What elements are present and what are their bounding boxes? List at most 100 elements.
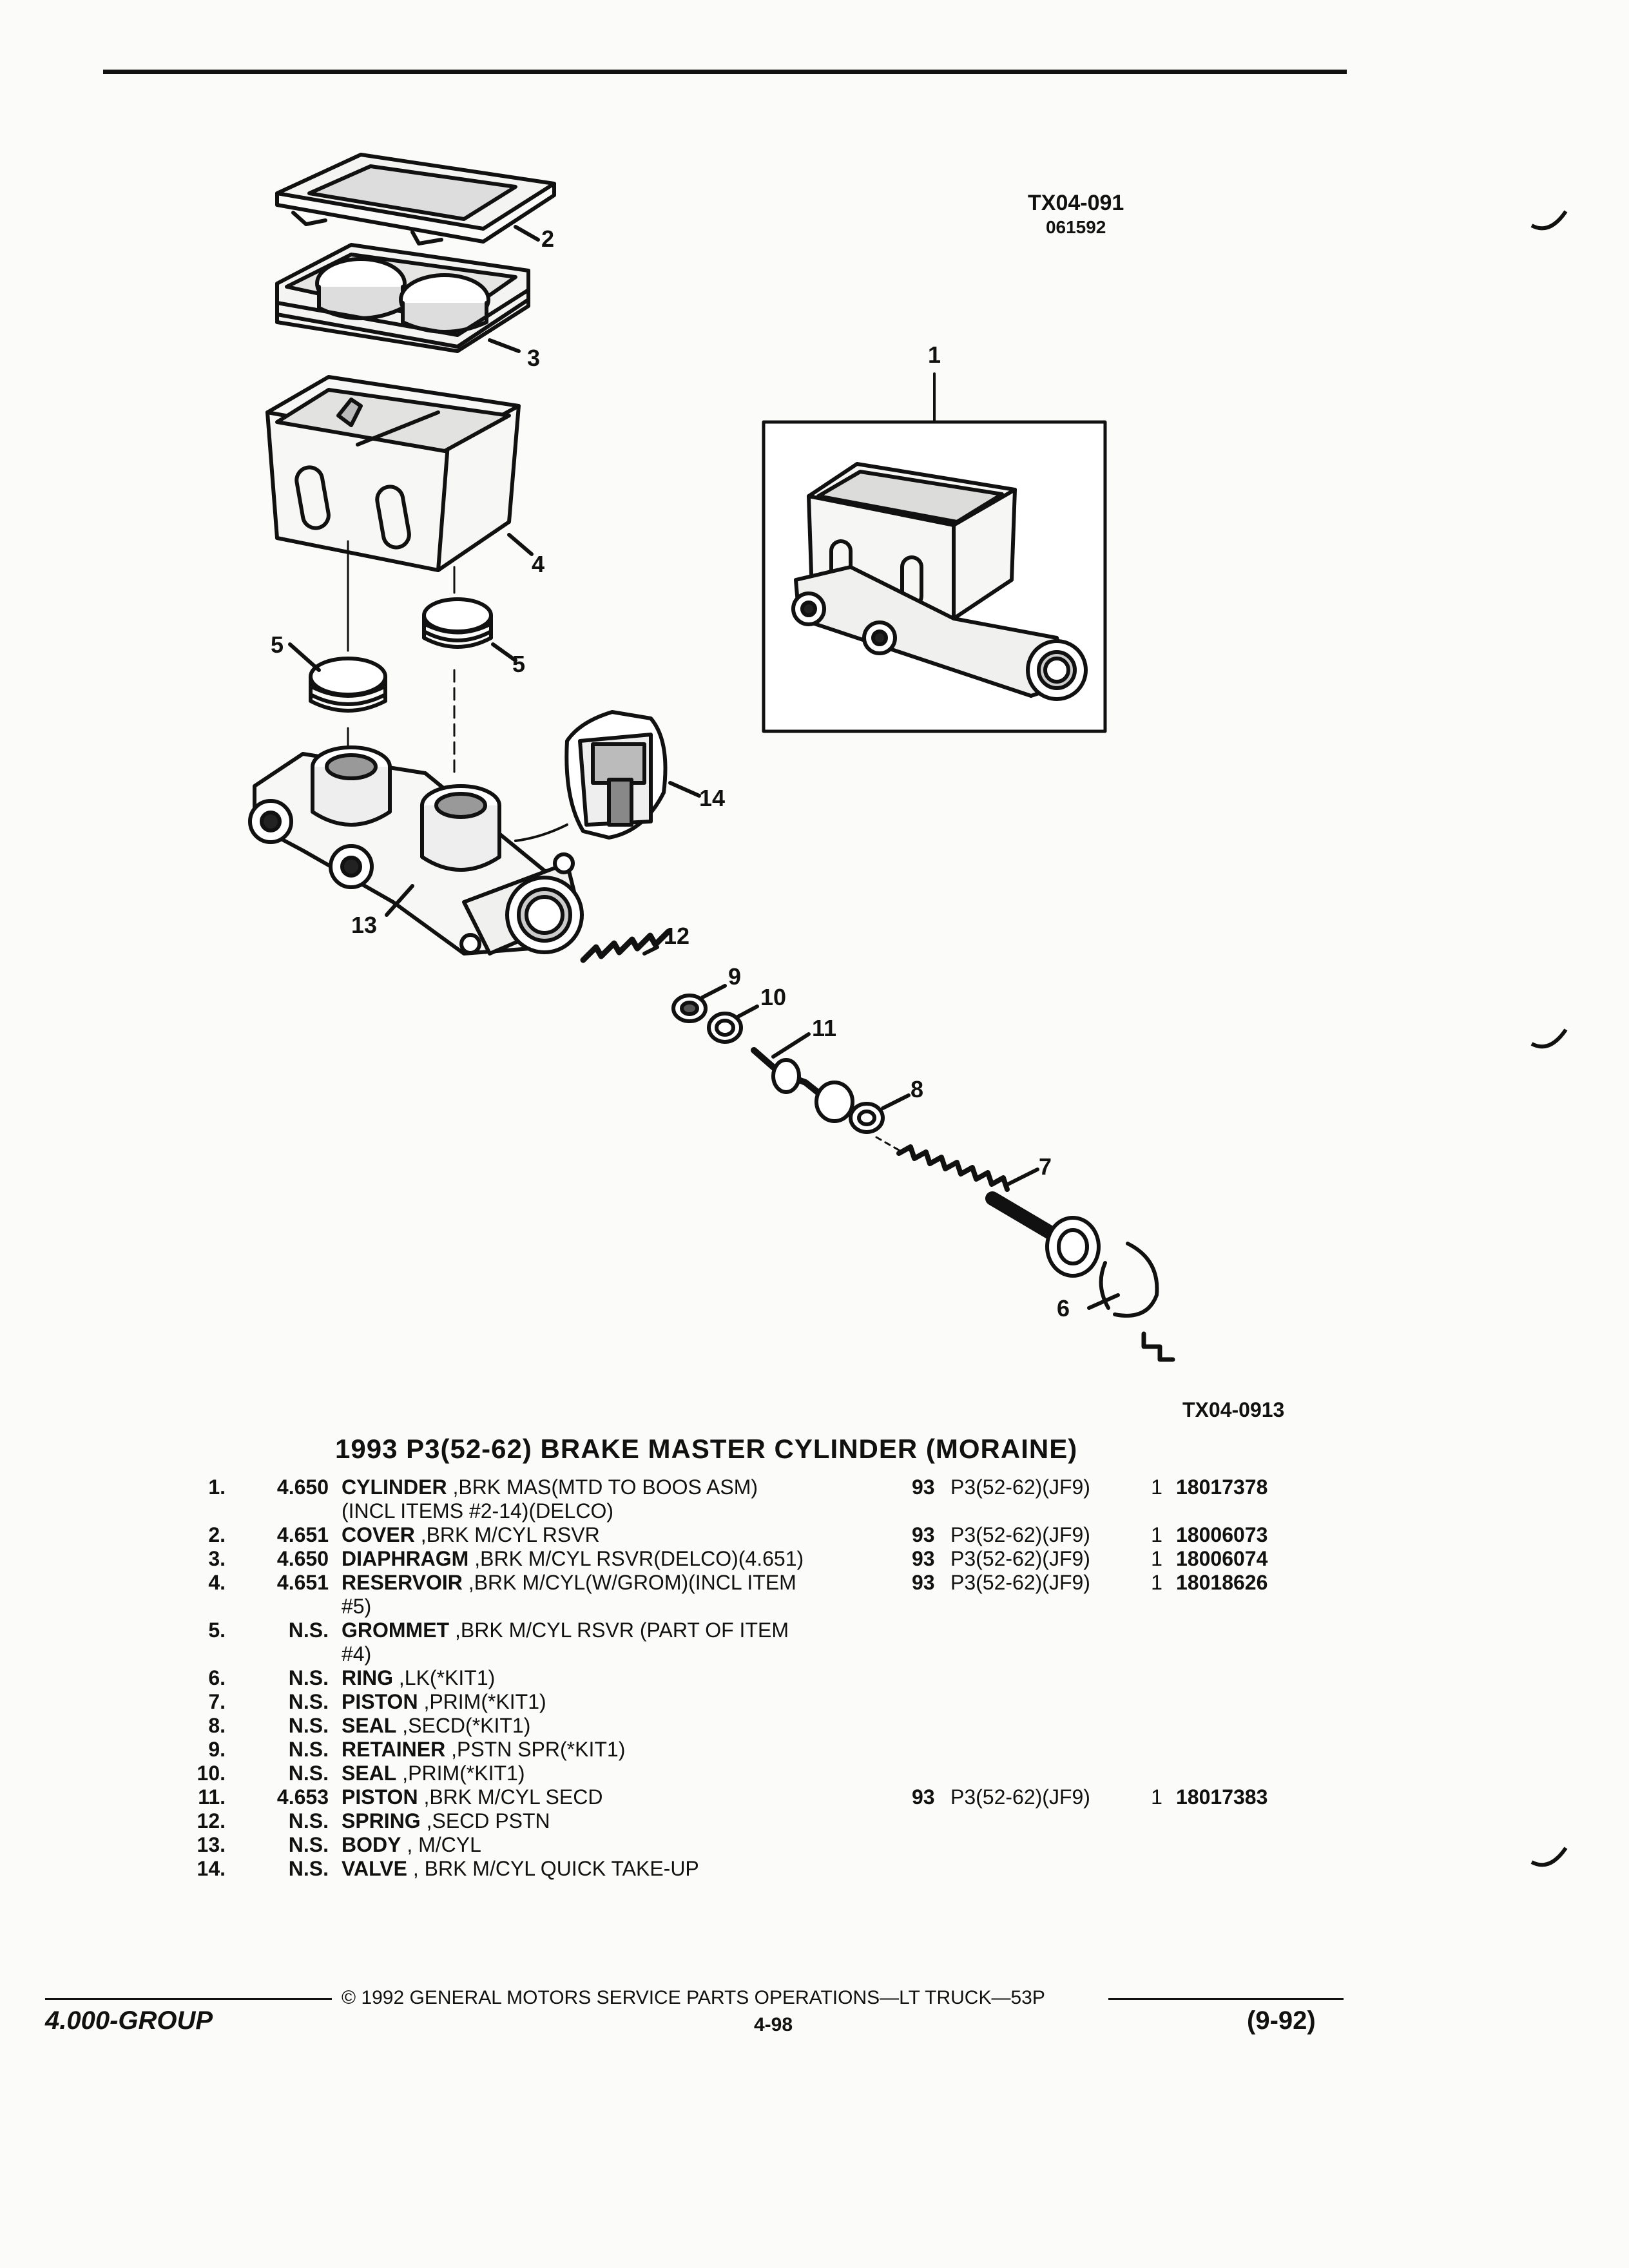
part-number — [1176, 1690, 1305, 1714]
part-detail: ,BRK MAS(MTD TO BOOS ASM) — [452, 1475, 758, 1499]
part-detail: ,LK(*KIT1) — [398, 1666, 496, 1689]
group-number: 4.651 — [276, 1523, 329, 1546]
item-number: 14. — [197, 1857, 226, 1880]
quantity — [1124, 1762, 1176, 1785]
part-name: GROMMET — [342, 1619, 450, 1642]
part-description: RESERVOIR ,BRK M/CYL(W/GROM)(INCL ITEM — [342, 1571, 902, 1595]
part-number: 18018626 — [1176, 1571, 1268, 1594]
part-description: VALVE , BRK M/CYL QUICK TAKE-UP — [342, 1857, 902, 1881]
model-year: 93 — [912, 1523, 935, 1546]
part-detail: ,PSTN SPR(*KIT1) — [451, 1738, 626, 1761]
quantity — [1124, 1857, 1176, 1881]
vehicle-code — [950, 1714, 1124, 1738]
footer-revision-date: (9-92) — [1247, 2006, 1316, 2035]
grommet-part-right — [422, 597, 517, 662]
quantity: 1 — [1151, 1785, 1162, 1809]
part-number — [1176, 1499, 1305, 1523]
item-number: 2. — [208, 1523, 226, 1546]
part-name: RETAINER — [342, 1738, 446, 1761]
part-number — [1176, 1833, 1305, 1857]
callout-13: 13 — [351, 912, 378, 938]
vehicle-code — [950, 1499, 1124, 1523]
callout-9: 9 — [728, 963, 742, 990]
illustration-code-main: TX04-091 — [1028, 191, 1124, 215]
part-description: (INCL ITEMS #2-14)(DELCO) — [342, 1499, 902, 1523]
part-detail: ,SECD PSTN — [426, 1809, 550, 1832]
vehicle-code: P3(52-62)(JF9) — [950, 1571, 1090, 1594]
vehicle-code: P3(52-62)(JF9) — [950, 1475, 1090, 1499]
part-name: RESERVOIR — [342, 1571, 463, 1594]
part-number: 18017383 — [1176, 1785, 1268, 1809]
quantity: 1 — [1151, 1475, 1162, 1499]
part-detail: ,SECD(*KIT1) — [402, 1714, 531, 1737]
item-number: 4. — [208, 1571, 226, 1594]
binder-mark-1 — [1530, 210, 1568, 231]
model-year — [902, 1499, 950, 1523]
part-number: 18006074 — [1176, 1547, 1268, 1570]
model-year: 93 — [912, 1547, 935, 1570]
part-detail: #4) — [342, 1642, 372, 1666]
parts-row: 14. N.S. VALVE , BRK M/CYL QUICK TAKE-UP — [129, 1857, 1305, 1881]
group-number: N.S. — [288, 1619, 329, 1642]
part-description: BODY , M/CYL — [342, 1833, 902, 1857]
part-description: CYLINDER ,BRK MAS(MTD TO BOOS ASM) — [342, 1475, 902, 1499]
group-number — [251, 1595, 342, 1619]
group-number: N.S. — [288, 1714, 329, 1737]
model-year — [902, 1809, 950, 1833]
part-number: 18017378 — [1176, 1475, 1268, 1499]
group-number: N.S. — [288, 1809, 329, 1832]
quantity — [1124, 1619, 1176, 1642]
vehicle-code — [950, 1690, 1124, 1714]
illustration-code-date: 061592 — [1045, 217, 1106, 237]
part-detail: , BRK M/CYL QUICK TAKE-UP — [412, 1857, 699, 1880]
binder-mark-3 — [1530, 1847, 1568, 1867]
spring-part — [580, 928, 671, 963]
part-name: DIAPHRAGM — [342, 1547, 469, 1570]
model-year — [902, 1738, 950, 1762]
vehicle-code — [950, 1642, 1124, 1666]
model-year — [902, 1690, 950, 1714]
part-description: #5) — [342, 1595, 902, 1619]
parts-row: 12.N.S.SPRING ,SECD PSTN — [129, 1809, 1305, 1833]
item-number: 7. — [208, 1690, 226, 1713]
vehicle-code — [950, 1809, 1124, 1833]
item-number: 8. — [208, 1714, 226, 1737]
vehicle-code — [950, 1666, 1124, 1690]
part-detail: ,BRK M/CYL RSVR — [420, 1523, 600, 1546]
item-number: 11. — [198, 1785, 226, 1809]
group-number: N.S. — [288, 1857, 329, 1880]
group-number: 4.650 — [276, 1475, 329, 1499]
part-number — [1176, 1595, 1305, 1619]
part-detail: ,BRK M/CYL(W/GROM)(INCL ITEM — [468, 1571, 796, 1594]
callout-6: 6 — [1057, 1295, 1070, 1321]
part-name: SEAL — [342, 1714, 397, 1737]
part-description: DIAPHRAGM ,BRK M/CYL RSVR(DELCO)(4.651) — [342, 1547, 902, 1571]
part-name: VALVE — [342, 1857, 407, 1880]
callout-5-right: 5 — [512, 651, 526, 677]
callout-7: 7 — [1039, 1153, 1052, 1180]
item-number: 13. — [197, 1833, 226, 1856]
group-number: N.S. — [288, 1690, 329, 1713]
part-name: CYLINDER — [342, 1475, 447, 1499]
item-number: 6. — [208, 1666, 226, 1689]
footer-group: 4.000-GROUP — [45, 2006, 213, 2035]
quantity — [1124, 1738, 1176, 1762]
model-year — [902, 1666, 950, 1690]
part-description: GROMMET ,BRK M/CYL RSVR (PART OF ITEM — [342, 1619, 902, 1642]
parts-row: 6.N.S.RING ,LK(*KIT1) — [129, 1666, 1305, 1690]
model-year — [902, 1857, 950, 1881]
seal-prim-part — [707, 1004, 759, 1044]
item-number: 10. — [197, 1762, 226, 1785]
model-year: 93 — [912, 1475, 935, 1499]
footer-copyright: © 1992 GENERAL MOTORS SERVICE PARTS OPER… — [342, 1987, 1045, 2008]
part-description: SPRING ,SECD PSTN — [342, 1809, 902, 1833]
vehicle-code: P3(52-62)(JF9) — [950, 1523, 1090, 1546]
grommet-part-left — [288, 642, 387, 713]
callout-10: 10 — [760, 984, 787, 1010]
item-number — [129, 1499, 251, 1523]
piston-secd-part — [751, 1032, 854, 1123]
item-number — [129, 1595, 251, 1619]
part-name: PISTON — [342, 1785, 418, 1809]
